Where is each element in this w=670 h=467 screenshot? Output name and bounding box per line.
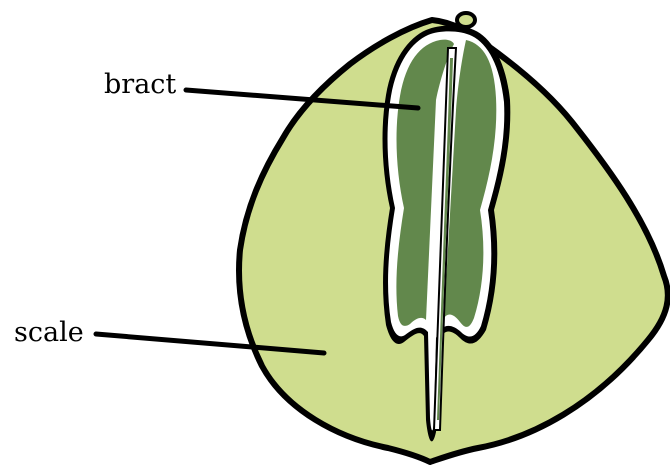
scale-label: scale	[14, 317, 84, 348]
bract-tip	[457, 13, 475, 27]
bract-label: bract	[104, 69, 176, 100]
